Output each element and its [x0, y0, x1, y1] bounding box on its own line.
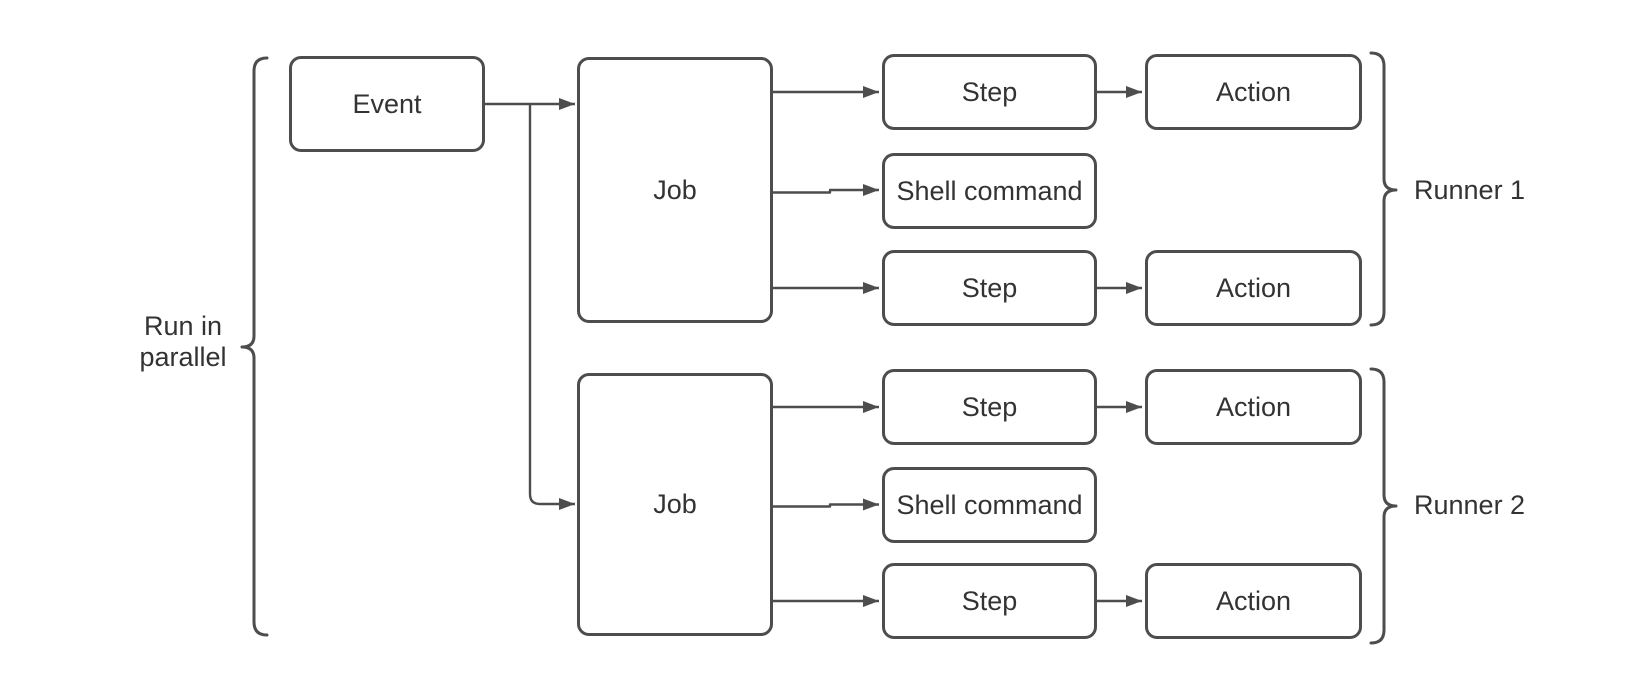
action-2-label: Action [1215, 272, 1292, 303]
event-label: Event [352, 88, 422, 119]
edge-job-1-to-shell-command-1 [773, 184, 879, 196]
run-in-parallel-label: Run in parallel [139, 311, 227, 372]
step-2-label: Step [961, 272, 1018, 303]
box-step-4: Step [882, 563, 1097, 639]
box-shell-command-2: Shell command [882, 467, 1097, 543]
runner-2-brace [1369, 367, 1398, 645]
box-event: Event [289, 56, 485, 152]
edge-event-to-job-2 [528, 104, 575, 510]
box-step-1: Step [882, 54, 1097, 130]
box-step-3: Step [882, 369, 1097, 445]
box-shell-command-1: Shell command [882, 153, 1097, 229]
action-3-label: Action [1215, 391, 1292, 422]
step-1-label: Step [961, 76, 1018, 107]
box-action-2: Action [1145, 250, 1362, 326]
runner-1-brace [1369, 51, 1398, 327]
box-action-1: Action [1145, 54, 1362, 130]
box-step-2: Step [882, 250, 1097, 326]
box-job-2: Job [577, 373, 773, 636]
runner-2-label: Runner 2 [1414, 490, 1526, 520]
box-action-3: Action [1145, 369, 1362, 445]
runner-1-label: Runner 1 [1414, 175, 1526, 205]
job-2-label: Job [653, 489, 697, 519]
shell-command-2-label: Shell command [896, 489, 1083, 520]
shell-command-1-label: Shell command [896, 175, 1083, 206]
job-1-label: Job [653, 174, 697, 205]
edge-job-2-to-shell-command-2 [773, 498, 879, 511]
action-4-label: Action [1215, 585, 1292, 616]
box-job-1: Job [577, 57, 773, 323]
run-in-parallel-brace [240, 56, 269, 637]
action-1-label: Action [1215, 76, 1292, 107]
step-4-label: Step [961, 585, 1018, 616]
step-3-label: Step [961, 391, 1018, 422]
box-action-4: Action [1145, 563, 1362, 639]
